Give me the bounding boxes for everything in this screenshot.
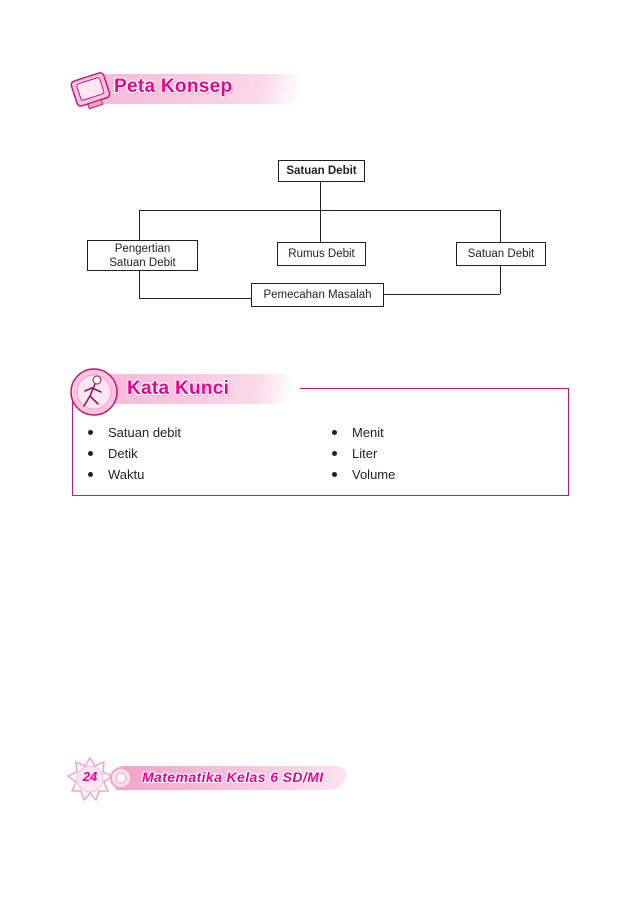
kata-kunci-title: Kata Kunci — [127, 378, 230, 399]
node-pengertian-satuan-debit: Pengertian Satuan Debit — [87, 240, 198, 271]
monitor-icon — [70, 72, 111, 110]
list-item: Liter — [330, 443, 395, 464]
node-satuan-debit: Satuan Debit — [456, 242, 546, 266]
node-satuan-label: Satuan Debit — [467, 248, 535, 260]
connector-mid-down — [320, 210, 321, 242]
book-title: Matematika Kelas 6 SD/MI — [142, 769, 324, 785]
connector-root-down — [320, 182, 321, 210]
node-pemecahan-label: Pemecahan Masalah — [263, 289, 372, 301]
connector-right-down — [500, 210, 501, 242]
connector-top-bar — [139, 210, 500, 211]
node-satuan-debit-root: Satuan Debit — [278, 160, 365, 182]
page-number: 24 — [82, 769, 98, 784]
connector-right-bar — [384, 294, 500, 295]
list-item: Satuan debit — [86, 422, 181, 443]
list-item: Menit — [330, 422, 395, 443]
connector-right-bottom — [500, 266, 501, 294]
node-pengertian-label-1: Pengertian — [114, 242, 171, 255]
list-item: Detik — [86, 443, 181, 464]
list-item: Volume — [330, 464, 395, 485]
kata-kunci-list-left: Satuan debit Detik Waktu — [86, 422, 181, 485]
ring-icon — [110, 767, 132, 789]
star-badge-icon — [66, 756, 114, 802]
node-pemecahan-masalah: Pemecahan Masalah — [251, 283, 384, 307]
connector-left-bottom — [139, 270, 140, 298]
node-root-label: Satuan Debit — [286, 165, 357, 177]
connector-left-down — [139, 210, 140, 240]
node-pengertian-label-2: Satuan Debit — [109, 256, 176, 269]
node-rumus-debit: Rumus Debit — [277, 242, 366, 266]
figure-emblem-icon — [70, 368, 118, 416]
connector-left-bar — [139, 298, 251, 299]
list-item: Waktu — [86, 464, 181, 485]
node-rumus-label: Rumus Debit — [288, 248, 355, 260]
kata-kunci-list-right: Menit Liter Volume — [330, 422, 395, 485]
kata-kunci-top-border — [300, 388, 569, 389]
peta-konsep-title: Peta Konsep — [114, 76, 233, 97]
kata-kunci-box — [72, 388, 569, 496]
